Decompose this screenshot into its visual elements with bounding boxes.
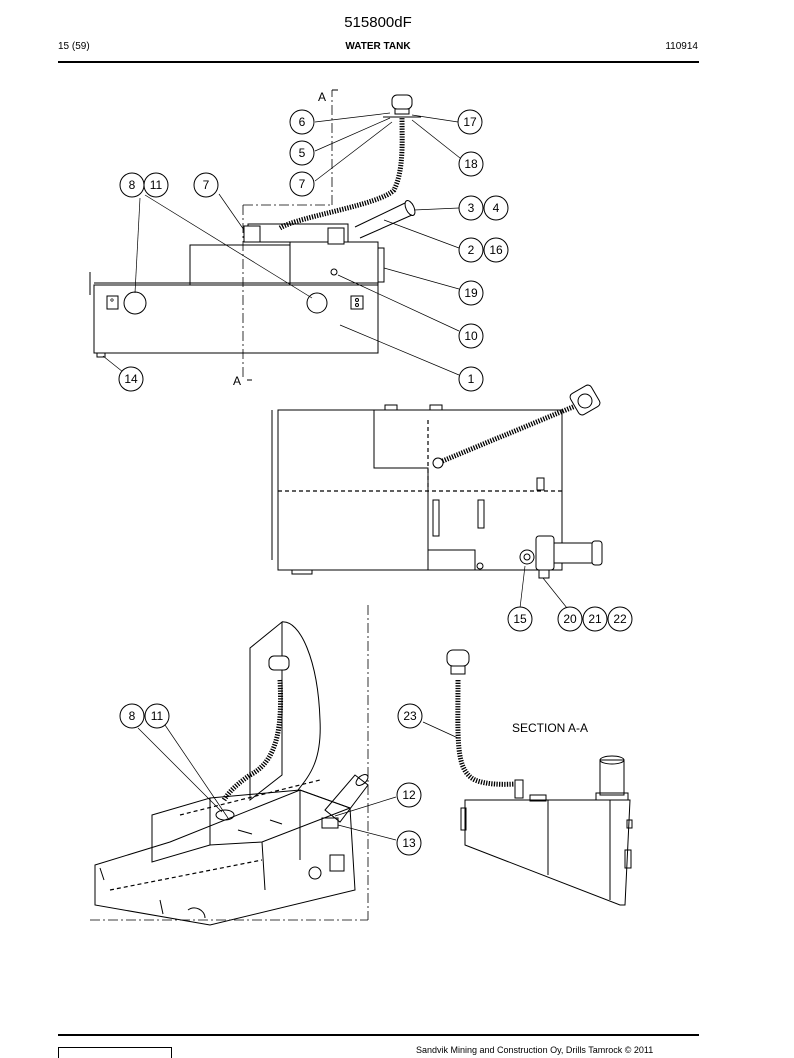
hose-section xyxy=(455,679,521,787)
top-view xyxy=(271,384,603,579)
callout-13: 13 xyxy=(396,830,422,856)
date-code: 110914 xyxy=(665,41,698,52)
callout-7: 7 xyxy=(289,171,315,197)
svg-text:3: 3 xyxy=(468,201,475,215)
svg-text:12: 12 xyxy=(402,788,416,802)
callout-4: 4 xyxy=(483,195,509,221)
tank-body xyxy=(93,284,379,354)
svg-text:21: 21 xyxy=(588,612,602,626)
callout-bubbles: 6 5 7 17 18 8 11 7 3 4 2 16 19 10 1 14 1… xyxy=(118,109,633,856)
callout-5: 5 xyxy=(289,140,315,166)
svg-text:15: 15 xyxy=(513,612,527,626)
svg-text:14: 14 xyxy=(124,372,138,386)
callout-8: 8 xyxy=(119,172,145,198)
callout-6: 6 xyxy=(289,109,315,135)
svg-text:13: 13 xyxy=(402,836,416,850)
svg-text:10: 10 xyxy=(464,329,478,343)
filler-cap-top xyxy=(569,384,601,416)
callout-11-iso: 11 xyxy=(144,703,170,729)
svg-text:4: 4 xyxy=(493,201,500,215)
callout-14: 14 xyxy=(118,366,144,392)
svg-text:17: 17 xyxy=(463,115,477,129)
section-cut-label-bottom: A xyxy=(233,374,241,388)
callout-2: 2 xyxy=(458,237,484,263)
svg-text:6: 6 xyxy=(299,115,306,129)
svg-text:11: 11 xyxy=(151,709,164,723)
document-number: 515800dF xyxy=(344,14,412,31)
callout-16: 15 xyxy=(507,606,533,632)
callout-1: 1 xyxy=(458,366,484,392)
inspection-hatch-left xyxy=(123,291,147,315)
callout-8-iso: 8 xyxy=(119,703,145,729)
callout-15: 16 xyxy=(483,237,509,263)
svg-text:16: 16 xyxy=(489,243,503,257)
page-reference: 15 (59) xyxy=(58,41,90,52)
callout-11: 11 xyxy=(143,172,169,198)
header-rule xyxy=(58,61,699,63)
callout-10: 10 xyxy=(458,323,484,349)
hose xyxy=(278,117,405,231)
section-label: SECTION A-A xyxy=(512,721,588,735)
svg-text:8: 8 xyxy=(129,178,136,192)
section-cut-label-top: A xyxy=(318,90,326,104)
leader-lines-side-view xyxy=(102,112,461,376)
tank-raised-box xyxy=(189,244,291,286)
svg-text:2: 2 xyxy=(468,243,475,257)
callout-12: 12 xyxy=(396,782,422,808)
svg-text:8: 8 xyxy=(129,709,136,723)
page-title: WATER TANK xyxy=(345,41,411,52)
svg-text:5: 5 xyxy=(299,146,306,160)
callout-17: 20 xyxy=(557,606,583,632)
drain-plug xyxy=(330,268,338,276)
callout-18: 21 xyxy=(582,606,608,632)
leader-lines-top-view xyxy=(519,565,568,609)
filler-cap xyxy=(391,94,413,110)
tank-iso-body xyxy=(94,789,356,926)
footer-rule xyxy=(58,1034,699,1036)
callout-19: 22 xyxy=(607,606,633,632)
svg-text:7: 7 xyxy=(299,177,306,191)
svg-text:11: 11 xyxy=(150,178,163,192)
svg-text:23: 23 xyxy=(403,709,417,723)
section-view: SECTION A-A xyxy=(446,649,633,906)
callout-21: 18 xyxy=(458,151,484,177)
callout-22: 19 xyxy=(458,280,484,306)
callout-20: 17 xyxy=(457,109,483,135)
svg-text:18: 18 xyxy=(464,157,478,171)
callout-23: 23 xyxy=(397,703,423,729)
filler-cap-section xyxy=(446,649,470,667)
callout-7-left: 7 xyxy=(193,172,219,198)
leader-lines-section-view xyxy=(422,721,459,739)
tank-top-outline xyxy=(277,409,563,571)
isometric-view xyxy=(90,605,369,926)
callout-3: 3 xyxy=(458,195,484,221)
svg-text:7: 7 xyxy=(203,178,210,192)
side-view: A A xyxy=(89,89,421,388)
hose-iso xyxy=(221,679,284,802)
hose-top xyxy=(439,401,581,465)
leader-lines-isometric-view xyxy=(137,724,397,841)
svg-text:1: 1 xyxy=(468,372,475,386)
svg-text:22: 22 xyxy=(613,612,627,626)
svg-text:19: 19 xyxy=(464,286,478,300)
copyright-text: Sandvik Mining and Construction Oy, Dril… xyxy=(416,1045,654,1055)
svg-text:20: 20 xyxy=(563,612,577,626)
inspection-hatch-right xyxy=(306,292,328,314)
